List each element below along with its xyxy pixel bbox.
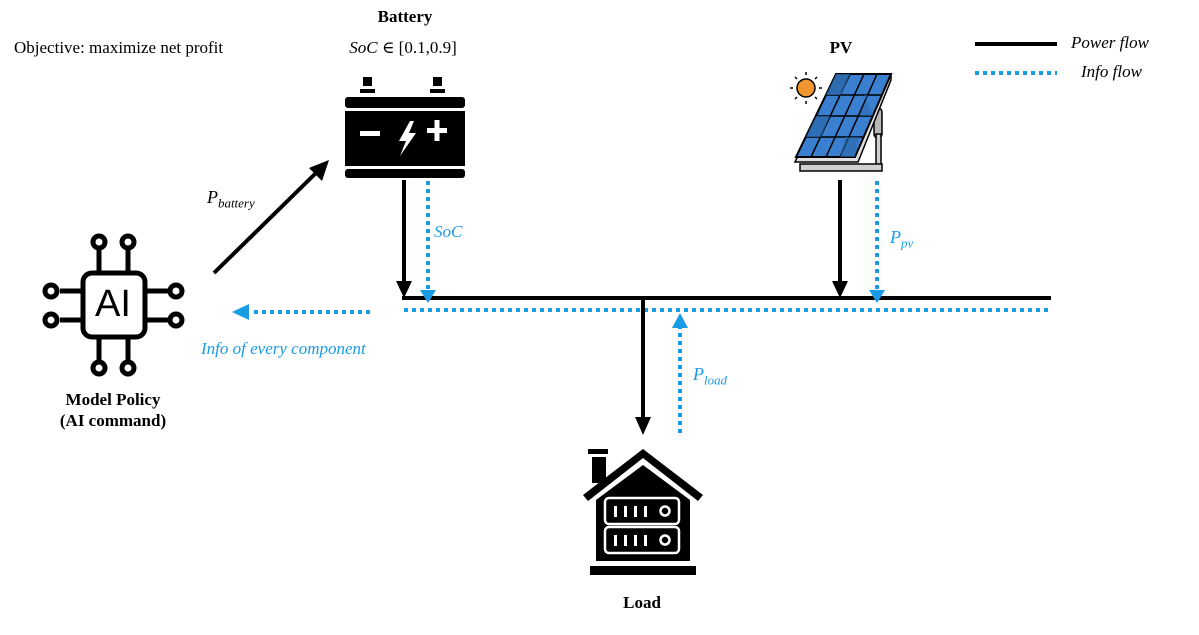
p-battery-symbol: P: [207, 187, 218, 207]
policy-title-line2: (AI command): [59, 411, 167, 430]
battery-power-arrow: [396, 180, 412, 298]
load-power-arrow: [635, 298, 651, 435]
policy-title-line1: Model Policy: [65, 390, 161, 409]
p-load-label: Pload: [693, 364, 727, 389]
p-load-subscript: load: [704, 372, 728, 388]
p-battery-arrow: [212, 160, 329, 275]
battery-title: Battery: [377, 7, 433, 26]
legend-info-flow-label: Info flow: [1081, 62, 1142, 81]
p-load-symbol: P: [693, 364, 704, 384]
info-to-policy-arrow: [232, 304, 370, 320]
ai-chip-icon: [42, 233, 185, 377]
policy-title: Model Policy (AI command): [60, 389, 166, 431]
p-pv-label: Ppv: [890, 227, 913, 252]
objective-text: Objective: maximize net profit: [14, 38, 224, 57]
load-info-arrow: [672, 313, 688, 433]
legend-power-flow-label: Power flow: [1071, 33, 1149, 52]
battery-icon: [345, 77, 465, 178]
info-every-component-label: Info of every component: [201, 339, 366, 358]
p-battery-label: Pbattery: [207, 187, 255, 212]
legend: [975, 42, 1057, 75]
solar-panel-icon: [790, 72, 893, 172]
soc-flow-label: SoC: [434, 222, 463, 241]
pv-title: PV: [829, 38, 853, 57]
p-pv-subscript: pv: [901, 235, 914, 251]
p-pv-symbol: P: [890, 227, 901, 247]
soc-symbol: SoC: [349, 38, 378, 57]
sun-icon: [790, 72, 822, 104]
house-server-icon: [583, 449, 703, 575]
soc-info-arrow: [420, 181, 436, 303]
pv-power-arrow: [832, 180, 848, 298]
soc-range-value: ∈ [0.1,0.9]: [377, 38, 457, 57]
pv-info-arrow: [869, 181, 885, 303]
ai-chip-label: AI: [95, 283, 131, 325]
battery-soc-range: SoC ∈ [0.1,0.9]: [349, 38, 457, 58]
p-battery-subscript: battery: [218, 195, 255, 211]
load-title: Load: [623, 593, 661, 612]
